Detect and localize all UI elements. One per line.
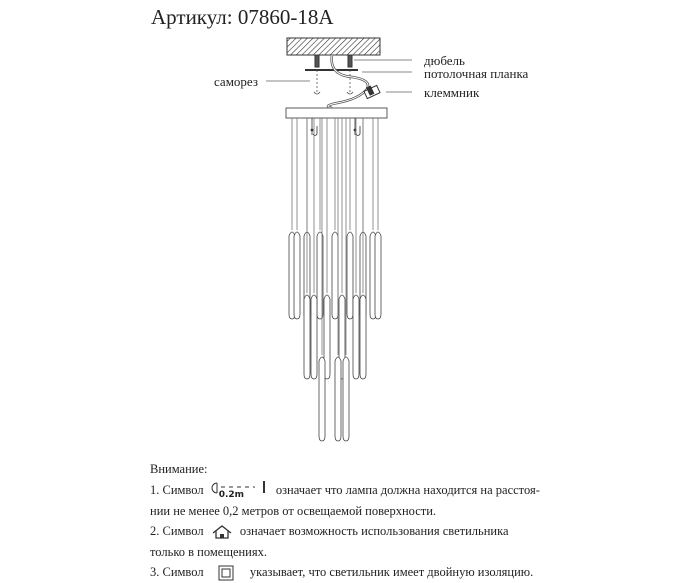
crystal-rod (359, 294, 367, 380)
crystal-rod (346, 231, 354, 320)
crystal-rod (293, 231, 301, 320)
crystal-rod (310, 294, 318, 380)
crystal-rod (374, 231, 382, 320)
note-2-cont: только в помещениях. (150, 544, 267, 559)
crystal-rod (318, 356, 326, 442)
distance-symbol-label: 0.2m (218, 489, 245, 500)
distance-symbol: 0.2m (211, 480, 269, 501)
label-ceiling-plate: потолочная планка (424, 66, 529, 81)
crystal-rod (331, 231, 339, 320)
crystal-rod (352, 294, 360, 380)
crystal-rod (303, 294, 311, 380)
article-title: Артикул: 07860-18A (151, 5, 334, 29)
crystal-rod (342, 356, 350, 442)
note-1: 1. Символ 0.2m означает что лампа должна… (150, 480, 540, 501)
crystal-rod (369, 231, 377, 320)
note-3: 3. Символ указывает, что светильник имее… (150, 562, 540, 583)
notes-heading: Внимание: (150, 462, 208, 476)
crystal-rod (288, 231, 296, 320)
label-terminal: клеммник (424, 85, 480, 100)
note-3-text: указывает, что светильник имеет двойную … (249, 565, 534, 580)
distance-symbol-icon (211, 480, 265, 494)
pendant-rods (288, 118, 382, 442)
note-2-text: означает возможность использования свети… (239, 524, 509, 539)
note-1-text: означает что лампа должна находится на р… (275, 482, 540, 497)
mount-screws (310, 118, 361, 136)
note-3-prefix: 3. Символ (150, 565, 204, 580)
screw-icon (313, 70, 354, 95)
canopy (285, 107, 388, 119)
note-2-prefix: 2. Символ (150, 524, 204, 539)
notes-section: Внимание: 1. Символ 0.2m означает что ла… (150, 459, 540, 583)
label-screw: саморез (214, 74, 258, 89)
double-insulation-icon (218, 565, 234, 581)
leader-lines (266, 59, 412, 93)
note-1-prefix: 1. Символ (150, 482, 204, 497)
label-dowel: дюбель (424, 53, 465, 68)
note-2: 2. Символ означает возможность использов… (150, 521, 540, 542)
ceiling (286, 37, 381, 56)
note-1-cont: нии не менее 0,2 метров от освещаемой по… (150, 503, 437, 518)
dowel-icon (314, 54, 353, 68)
indoor-house-icon (212, 525, 232, 539)
terminal-block-icon (363, 84, 381, 100)
crystal-rod (334, 356, 342, 442)
